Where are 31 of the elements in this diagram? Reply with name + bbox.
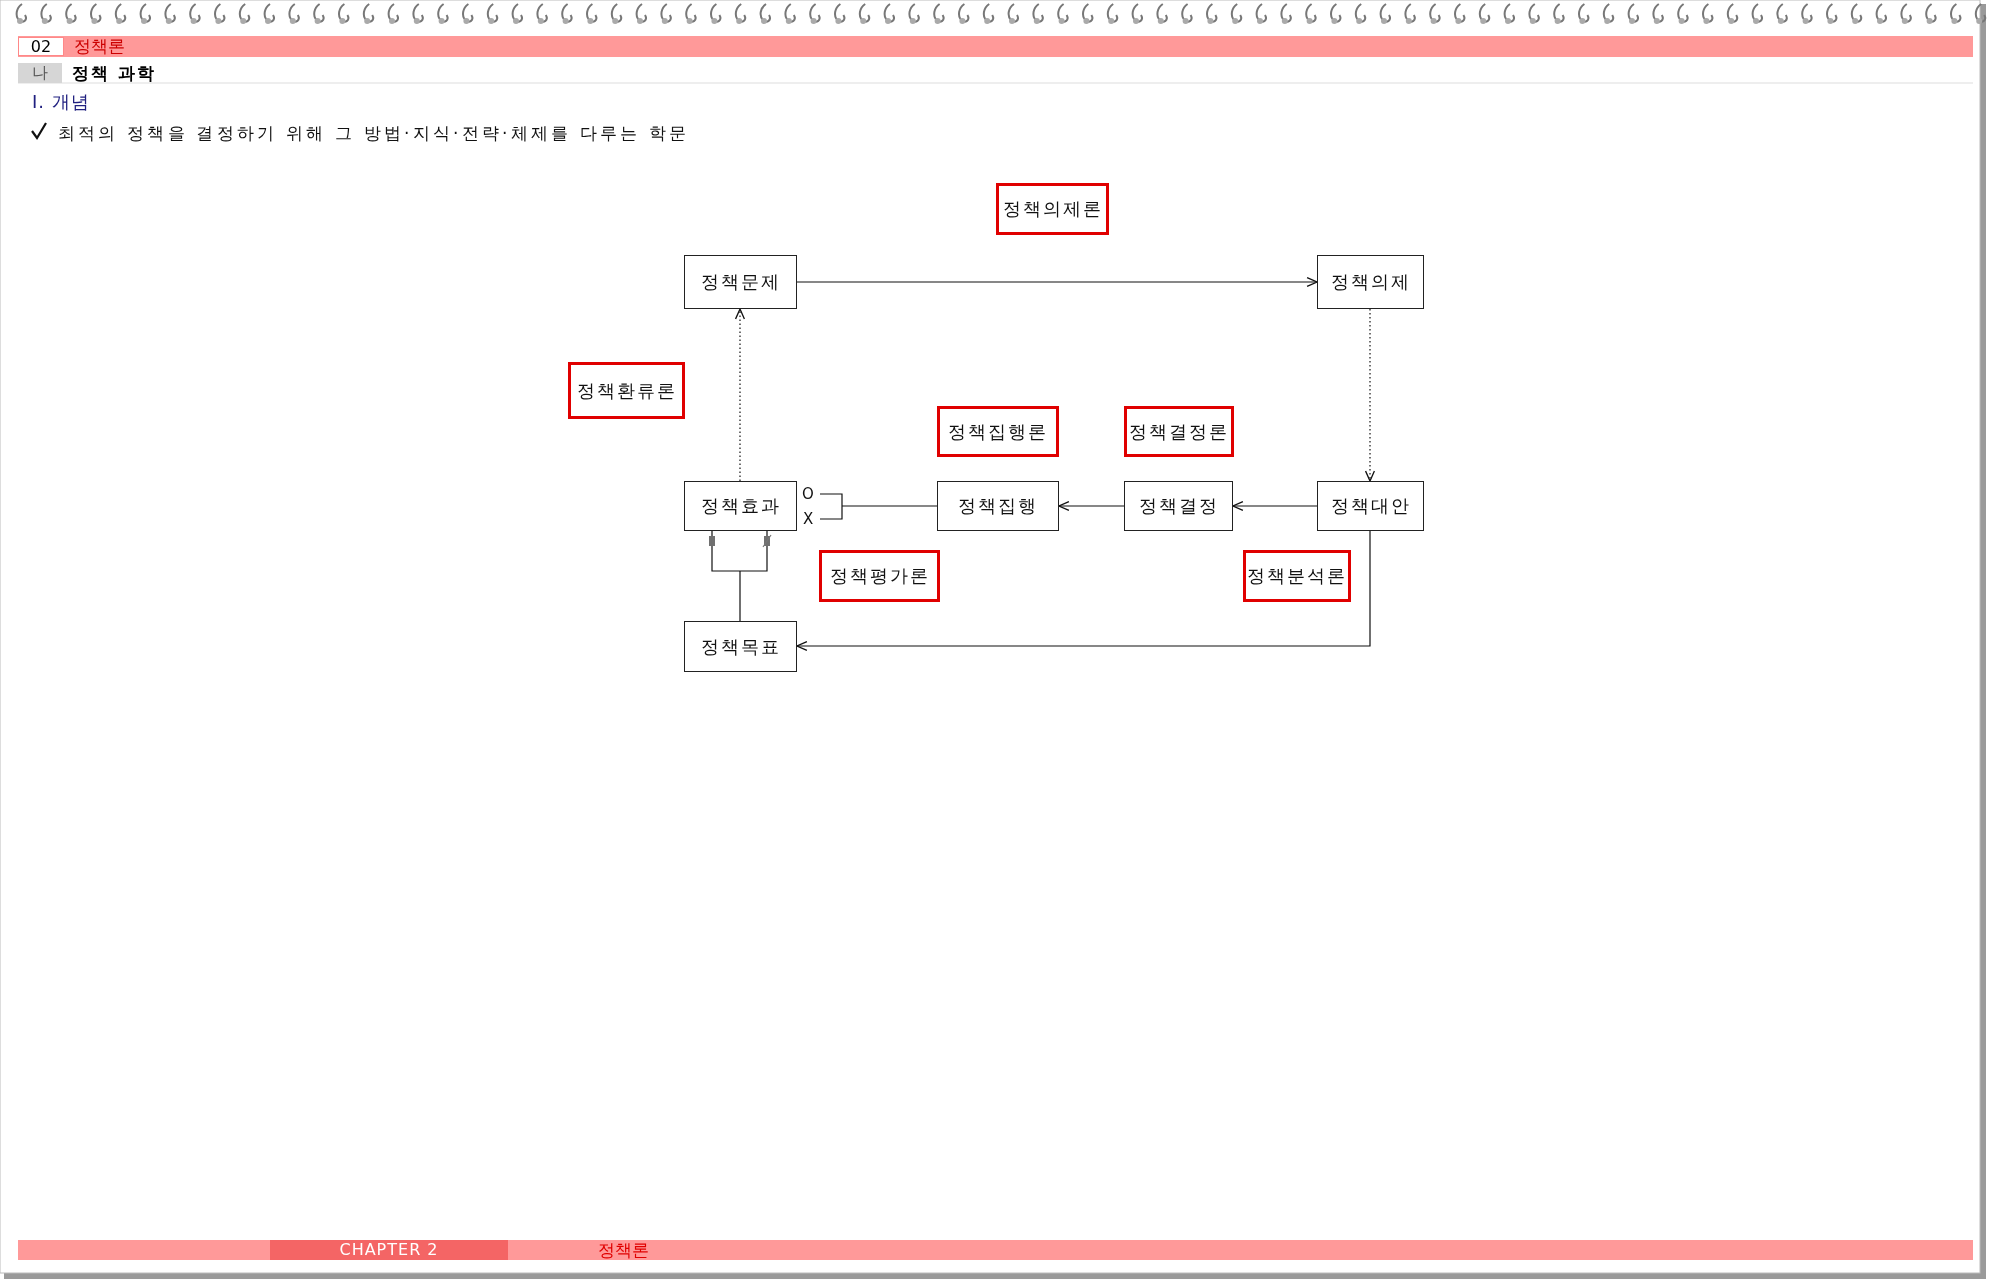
dotted-connector bbox=[734, 308, 746, 482]
dotted-connector bbox=[1364, 308, 1376, 482]
bracket-connector bbox=[711, 530, 768, 622]
process-box: 정책의제 bbox=[1317, 255, 1424, 309]
theory-box: 정책분석론 bbox=[1243, 550, 1351, 602]
process-box: 정책문제 bbox=[684, 255, 797, 309]
option-label: O bbox=[802, 485, 814, 503]
theory-box: 정책집행론 bbox=[937, 406, 1059, 457]
connector bbox=[796, 530, 1371, 652]
theory-box: 정책의제론 bbox=[996, 183, 1109, 235]
subsection-marker: 나 bbox=[18, 63, 62, 83]
connector bbox=[1058, 500, 1125, 512]
description-text: 최적의 정책을 결정하기 위해 그 방법·지식·전략·체제를 다루는 학문 bbox=[58, 122, 690, 145]
process-box: 정책대안 bbox=[1317, 481, 1424, 531]
process-box: 정책집행 bbox=[937, 481, 1059, 531]
footer-title: 정책론 bbox=[598, 1240, 649, 1260]
heading: Ⅰ. 개념 bbox=[32, 90, 90, 114]
option-label: X bbox=[803, 510, 814, 528]
section-number: 02 bbox=[18, 37, 64, 56]
theory-box: 정책평가론 bbox=[819, 550, 940, 602]
connector bbox=[796, 276, 1318, 288]
process-box: 정책목표 bbox=[684, 621, 797, 672]
process-box: 정책결정 bbox=[1124, 481, 1233, 531]
subsection-title: 정책 과학 bbox=[72, 62, 156, 84]
process-box: 정책효과 bbox=[684, 481, 797, 531]
section-title: 정책론 bbox=[74, 36, 125, 57]
chapter-label: CHAPTER 2 bbox=[270, 1240, 508, 1260]
theory-box: 정책결정론 bbox=[1124, 406, 1234, 457]
theory-box: 정책환류론 bbox=[568, 362, 685, 419]
bracket-connector bbox=[819, 493, 938, 520]
connector bbox=[1232, 500, 1318, 512]
